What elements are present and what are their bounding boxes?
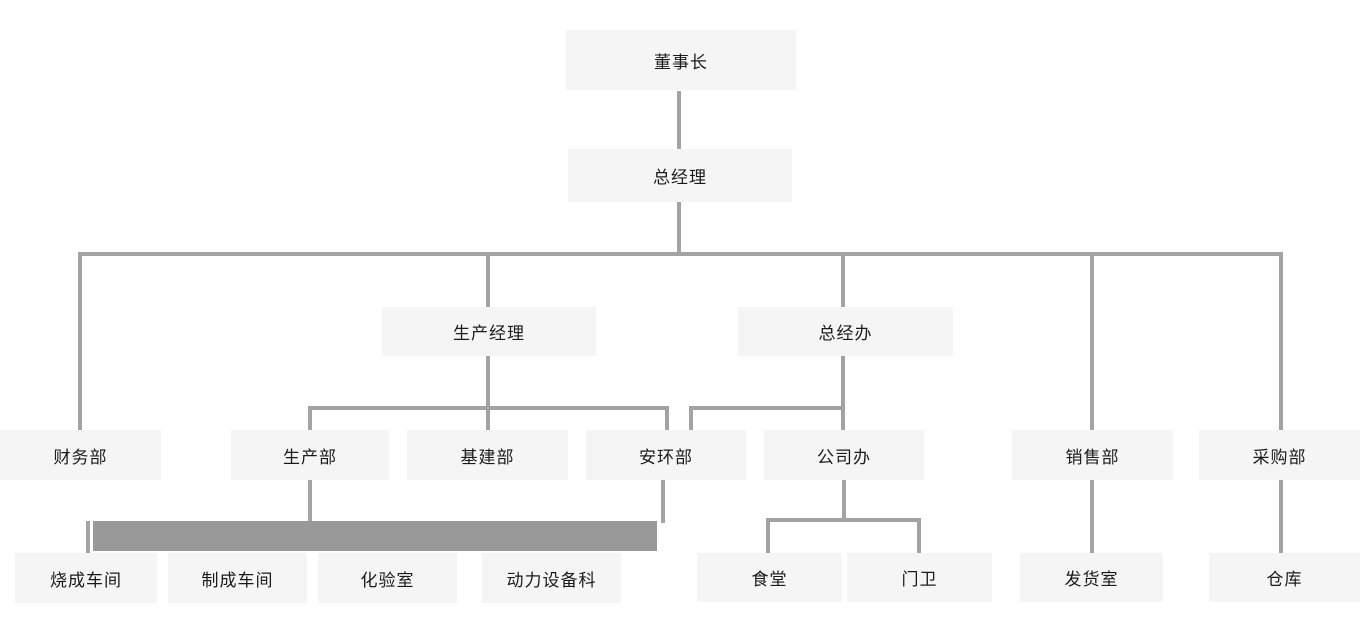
node-finance[interactable]: 财务部 bbox=[0, 430, 161, 480]
connector-prod-manager-children-rail bbox=[308, 406, 669, 410]
connector-rail-safety-env bbox=[665, 410, 669, 430]
node-making-shop[interactable]: 制成车间 bbox=[168, 553, 307, 603]
node-shipping-room-label: 发货室 bbox=[1064, 570, 1119, 589]
node-prod-manager[interactable]: 生产经理 bbox=[382, 307, 596, 356]
node-laboratory[interactable]: 化验室 bbox=[318, 553, 457, 603]
node-warehouse[interactable]: 仓库 bbox=[1209, 553, 1360, 602]
node-sales[interactable]: 销售部 bbox=[1012, 430, 1173, 480]
node-chairman[interactable]: 董事长 bbox=[566, 30, 796, 90]
node-chairman-label: 董事长 bbox=[654, 52, 708, 72]
connector-main-trunk bbox=[78, 252, 1283, 256]
connector-sales-shipping-room bbox=[1090, 480, 1094, 553]
node-prod-manager-label: 生产经理 bbox=[453, 324, 525, 343]
node-sales-label: 销售部 bbox=[1065, 447, 1120, 467]
node-making-shop-label: 制成车间 bbox=[201, 570, 274, 590]
node-gm-office[interactable]: 总经办 bbox=[738, 307, 953, 356]
node-safety-env-label: 安环部 bbox=[639, 447, 693, 467]
connector-gm-office-children-rail bbox=[689, 406, 845, 410]
connector-company-office-children-rail bbox=[766, 518, 921, 522]
node-gate-guard[interactable]: 门卫 bbox=[847, 553, 992, 602]
node-infrastructure[interactable]: 基建部 bbox=[407, 430, 568, 480]
connector-trunk-purchasing bbox=[1279, 256, 1283, 430]
connector-prod-manager-down bbox=[486, 356, 490, 406]
node-firing-shop[interactable]: 烧成车间 bbox=[15, 553, 157, 603]
node-purchasing[interactable]: 采购部 bbox=[1199, 430, 1360, 480]
connector-trunk-prod-manager bbox=[486, 256, 490, 307]
connector-gm-office-rail-safety-env bbox=[689, 410, 693, 430]
connector-rail-production bbox=[308, 410, 312, 430]
connector-purchasing-warehouse bbox=[1279, 480, 1283, 553]
node-gate-guard-label: 门卫 bbox=[901, 570, 938, 589]
connector-bar-firing-shop bbox=[86, 521, 90, 553]
node-gm-office-label: 总经办 bbox=[818, 324, 873, 343]
node-purchasing-label: 采购部 bbox=[1252, 447, 1307, 467]
connector-safety-env-to-bar bbox=[661, 480, 665, 523]
node-laboratory-label: 化验室 bbox=[360, 570, 415, 590]
node-canteen[interactable]: 食堂 bbox=[697, 553, 842, 602]
connector-rail-canteen bbox=[766, 522, 770, 553]
node-firing-shop-label: 烧成车间 bbox=[50, 570, 122, 590]
node-power-equipment-label: 动力设备科 bbox=[506, 570, 597, 590]
connector-company-office-down bbox=[842, 480, 846, 522]
node-shipping-room[interactable]: 发货室 bbox=[1020, 553, 1163, 602]
node-general-manager-label: 总经理 bbox=[653, 168, 707, 187]
node-power-equipment[interactable]: 动力设备科 bbox=[482, 553, 621, 603]
connector-chairman-gm bbox=[677, 91, 681, 149]
node-safety-env[interactable]: 安环部 bbox=[586, 430, 746, 480]
node-company-office[interactable]: 公司办 bbox=[764, 430, 924, 480]
node-canteen-label: 食堂 bbox=[751, 570, 788, 589]
node-production[interactable]: 生产部 bbox=[231, 430, 389, 480]
connector-rail-gate-guard bbox=[917, 522, 921, 553]
connector-trunk-sales bbox=[1090, 256, 1094, 430]
node-finance-label: 财务部 bbox=[53, 447, 108, 467]
connector-trunk-finance bbox=[78, 256, 82, 430]
connector-rail-infrastructure bbox=[486, 410, 490, 430]
connector-trunk-gm-office bbox=[841, 256, 845, 307]
node-production-label: 生产部 bbox=[283, 447, 337, 467]
connector-gm-office-down bbox=[841, 356, 845, 430]
node-infrastructure-label: 基建部 bbox=[460, 447, 515, 467]
thick-connector-bar bbox=[93, 521, 657, 551]
node-general-manager[interactable]: 总经理 bbox=[568, 149, 792, 202]
connector-gm-trunk bbox=[677, 202, 681, 252]
node-company-office-label: 公司办 bbox=[817, 447, 871, 467]
connector-production-to-bar bbox=[308, 480, 312, 521]
node-warehouse-label: 仓库 bbox=[1266, 570, 1303, 589]
